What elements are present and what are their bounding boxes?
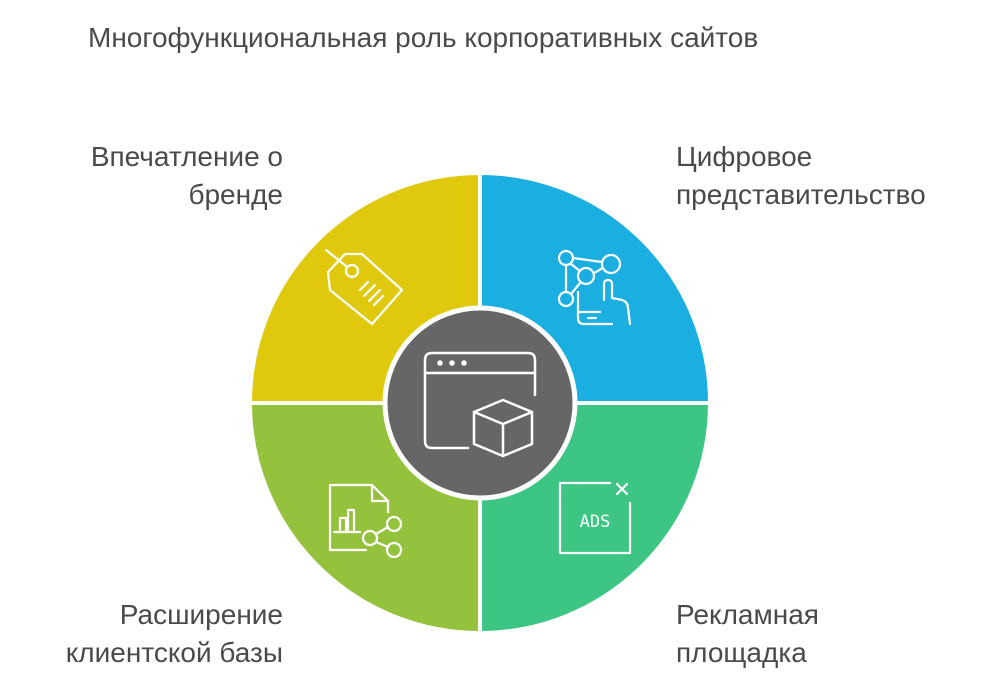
ads-icon: ADS <box>558 481 632 555</box>
price-tag-icon <box>324 248 404 326</box>
label-line: бренде <box>188 179 283 210</box>
label-line: Расширение <box>119 599 283 630</box>
label-line: Рекламная <box>676 599 819 630</box>
label-line: Цифровое <box>676 141 813 172</box>
ads-icon-text: ADS <box>580 512 611 532</box>
network-touch-icon <box>557 249 632 326</box>
label-line: представительство <box>676 179 926 210</box>
center-circle <box>382 305 578 501</box>
website-box-icon <box>423 351 537 458</box>
label-ad-platform: Рекламная площадка <box>676 596 819 672</box>
label-line: Впечатление о <box>90 141 283 172</box>
label-line: клиентской базы <box>65 637 283 668</box>
diagram-title: Многофункциональная роль корпоративных с… <box>88 22 759 53</box>
label-client-base: Расширение клиентской базы <box>66 596 283 672</box>
label-brand-impression: Впечатление о бренде <box>91 138 283 214</box>
share-chart-icon <box>328 483 403 559</box>
label-line: площадка <box>676 637 807 668</box>
label-digital-presence: Цифровое представительство <box>676 138 926 214</box>
